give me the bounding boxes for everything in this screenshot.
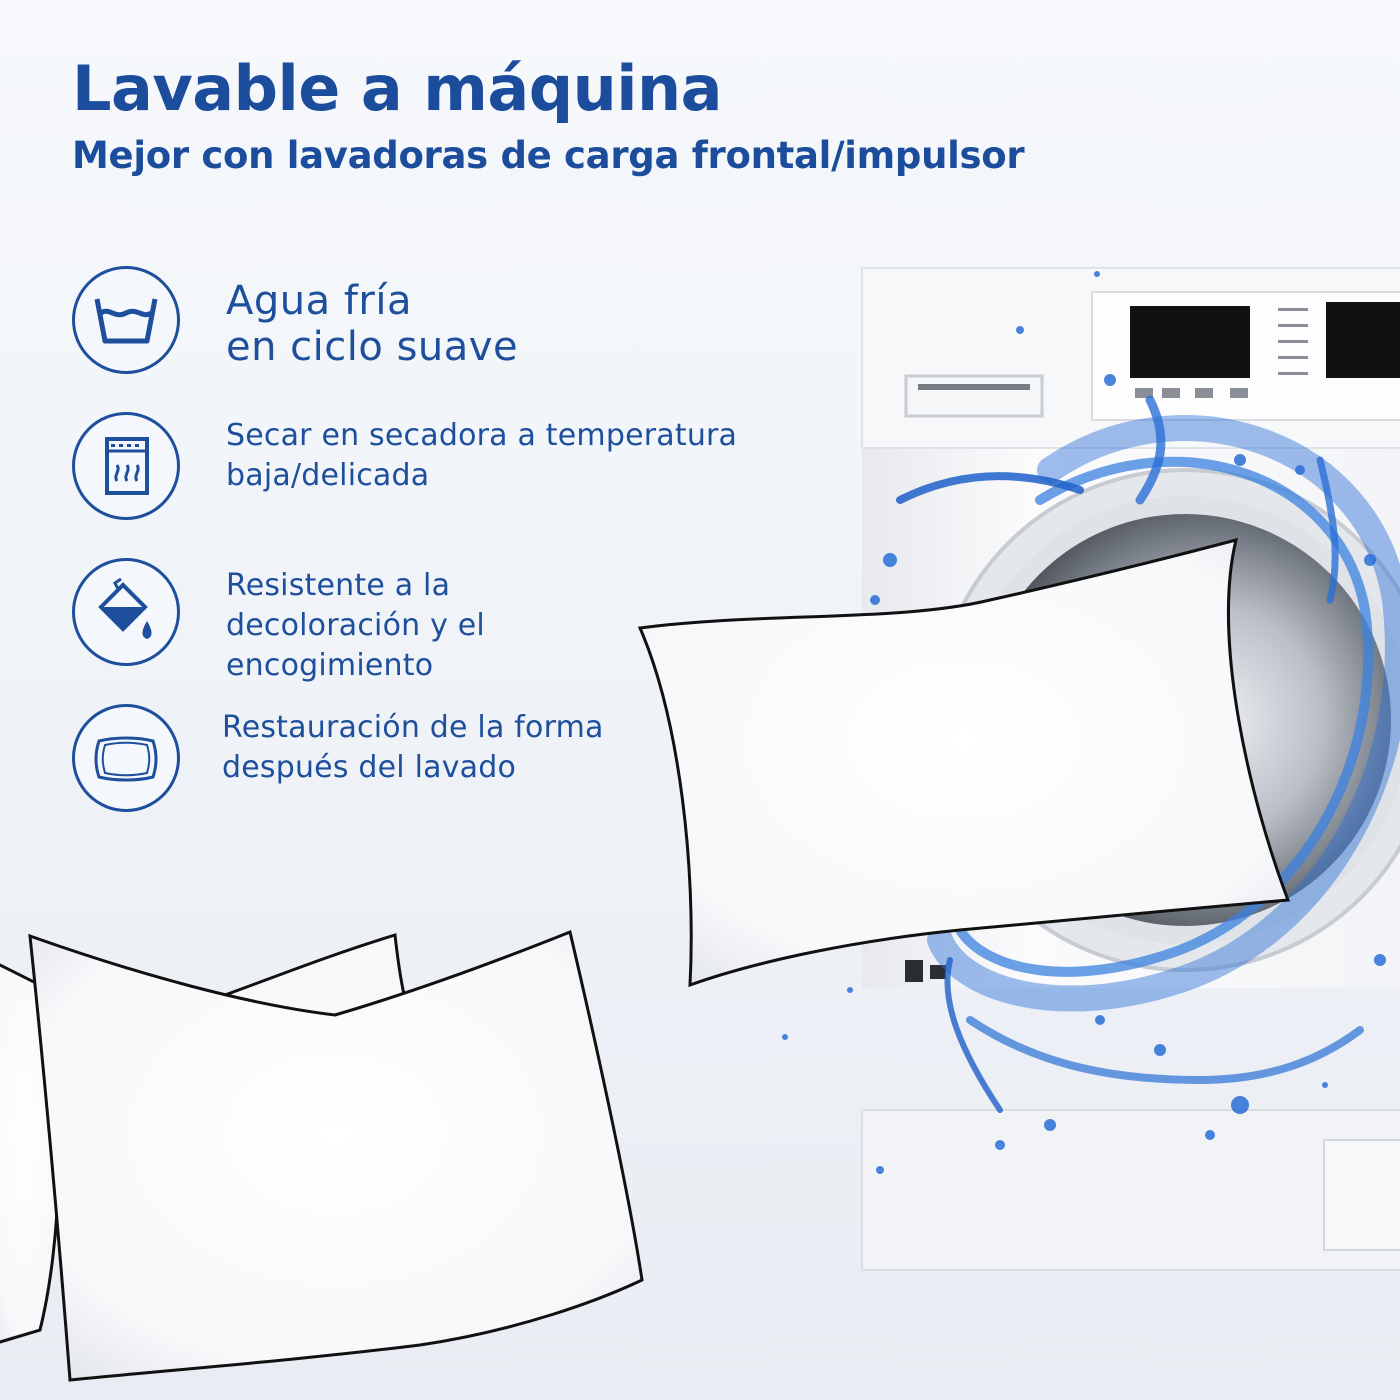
tumble-dry-low-icon — [72, 412, 180, 520]
cold-water-wash-icon — [72, 266, 180, 374]
feature-tumble-dry-low: Secar en secadora a temperatura baja/del… — [72, 412, 832, 528]
pillow-shape-icon — [72, 704, 180, 812]
water-splash-image — [782, 271, 1400, 1174]
page-title: Lavable a máquina — [72, 52, 722, 125]
feature-cold-water-wash: Agua fría en ciclo suave — [72, 266, 832, 382]
feature-line: Restauración de la forma — [222, 710, 604, 745]
feature-text: Resistente a la decoloración y el encogi… — [226, 566, 485, 686]
feature-colorfast: Resistente a la decoloración y el encogi… — [72, 558, 832, 683]
feature-line: Secar en secadora a temperatura — [226, 418, 738, 453]
page-subtitle: Mejor con lavadoras de carga frontal/imp… — [72, 134, 1025, 177]
washing-machine-image — [861, 267, 1400, 1271]
feature-text: Secar en secadora a temperatura baja/del… — [226, 416, 737, 496]
feature-line: en ciclo suave — [226, 324, 519, 370]
feature-line: Agua fría — [226, 278, 412, 324]
feature-line: Resistente a la — [226, 568, 451, 603]
feature-line: baja/delicada — [226, 458, 430, 493]
feature-text: Restauración de la forma después del lav… — [222, 708, 604, 788]
colorfast-dye-icon — [72, 558, 180, 666]
feature-text: Agua fría en ciclo suave — [226, 278, 518, 370]
feature-shape-restoration: Restauración de la forma después del lav… — [72, 704, 832, 820]
feature-line: decoloración y el — [226, 608, 485, 643]
feature-line: después del lavado — [222, 750, 517, 785]
pillow-stack-image — [0, 929, 644, 1382]
feature-line: encogimiento — [226, 648, 434, 683]
